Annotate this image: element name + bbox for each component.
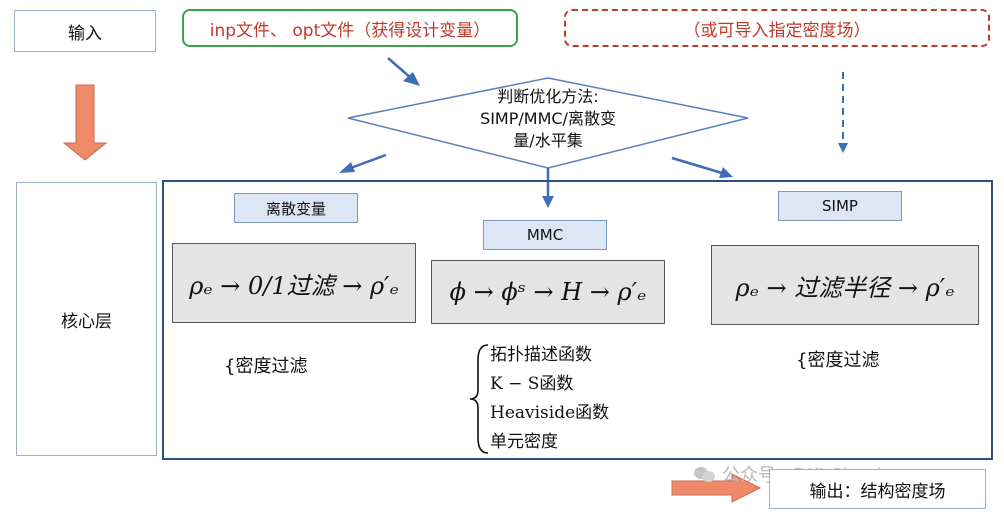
simp-label: SIMP [778, 191, 902, 221]
mmc-step-4: 单元密度 [490, 432, 558, 452]
discrete-variable-text: 离散变量 [265, 199, 326, 218]
simp-text: SIMP [822, 197, 858, 215]
simp-formula-box: ρₑ → 过滤半径 → ρ′ₑ [711, 245, 979, 325]
discrete-note: {密度过滤 [224, 356, 308, 377]
decision-line-3: 量/水平集 [513, 131, 583, 150]
mmc-step-3: Heaviside函数 [490, 403, 610, 423]
inp-opt-box: inp文件、 opt文件（获得设计变量） [182, 9, 518, 47]
arrow-to-discrete-head [339, 162, 355, 173]
mmc-formula-box: ϕ → ϕˢ → H → ρ′ₑ [431, 260, 665, 324]
discrete-variable-label: 离散变量 [234, 193, 358, 223]
core-layer-box: 核心层 [16, 182, 157, 456]
arrow-to-simp [671, 156, 723, 175]
input-label: 输入 [68, 23, 102, 44]
core-layer-label: 核心层 [61, 311, 112, 332]
arrow-to-discrete [347, 153, 387, 171]
arrow-inp-to-diamond [387, 57, 413, 80]
output-box: 输出：结构密度场 [769, 469, 986, 509]
mmc-step-2: K − S函数 [490, 374, 574, 394]
mmc-label: MMC [483, 220, 607, 250]
optional-density-box: （或可导入指定密度场） [564, 9, 990, 47]
arrow-to-simp-head [719, 167, 733, 178]
mmc-step-1: 拓扑描述函数 [490, 345, 592, 365]
arrow-input-to-core [62, 84, 108, 161]
arrow-optional-dashed-head [838, 143, 848, 153]
mmc-brace [469, 344, 489, 454]
mmc-text: MMC [526, 226, 564, 244]
inp-opt-text: inp文件、 opt文件（获得设计变量） [209, 20, 491, 41]
arrow-to-output [671, 473, 762, 503]
decision-line-2: SIMP/MMC/离散变 [480, 109, 616, 128]
wechat-icon [694, 465, 716, 483]
arrow-inp-to-diamond-head [403, 72, 420, 86]
arrow-to-mmc-head [542, 196, 554, 208]
simp-note: {密度过滤 [796, 350, 880, 371]
output-label: 输出：结构密度场 [809, 481, 946, 502]
input-box: 输入 [14, 10, 156, 52]
decision-text: 判断优化方法: SIMP/MMC/离散变 量/水平集 [448, 86, 648, 152]
decision-line-1: 判断优化方法: [497, 87, 599, 106]
discrete-formula: ρₑ → 0/1过滤 → ρ′ₑ [189, 271, 399, 300]
simp-formula: ρₑ → 过滤半径 → ρ′ₑ [735, 273, 955, 302]
core-frame [162, 180, 993, 460]
discrete-formula-box: ρₑ → 0/1过滤 → ρ′ₑ [172, 243, 416, 323]
optional-density-text: （或可导入指定密度场） [683, 20, 871, 41]
mmc-step-list: 拓扑描述函数 K − S函数 Heaviside函数 单元密度 [490, 341, 609, 457]
mmc-formula: ϕ → ϕˢ → H → ρ′ₑ [449, 278, 647, 306]
